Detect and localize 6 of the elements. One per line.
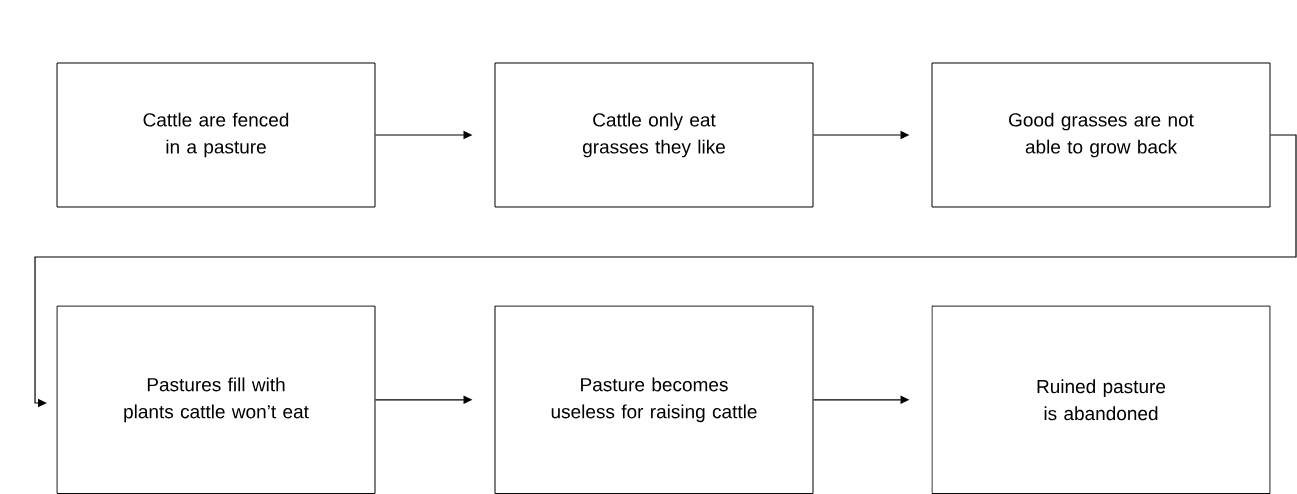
process-box: Cattle only eat grasses they like (494, 62, 814, 208)
process-box: Ruined pasture is abandoned (931, 305, 1271, 494)
process-box: Good grasses are not able to grow back (931, 62, 1271, 208)
process-box: Pasture becomes useless for raising cattle (494, 305, 814, 494)
process-box: Cattle are fenced in a pasture (56, 62, 376, 208)
process-box: Pastures fill with plants cattle won’t eat (56, 305, 376, 494)
